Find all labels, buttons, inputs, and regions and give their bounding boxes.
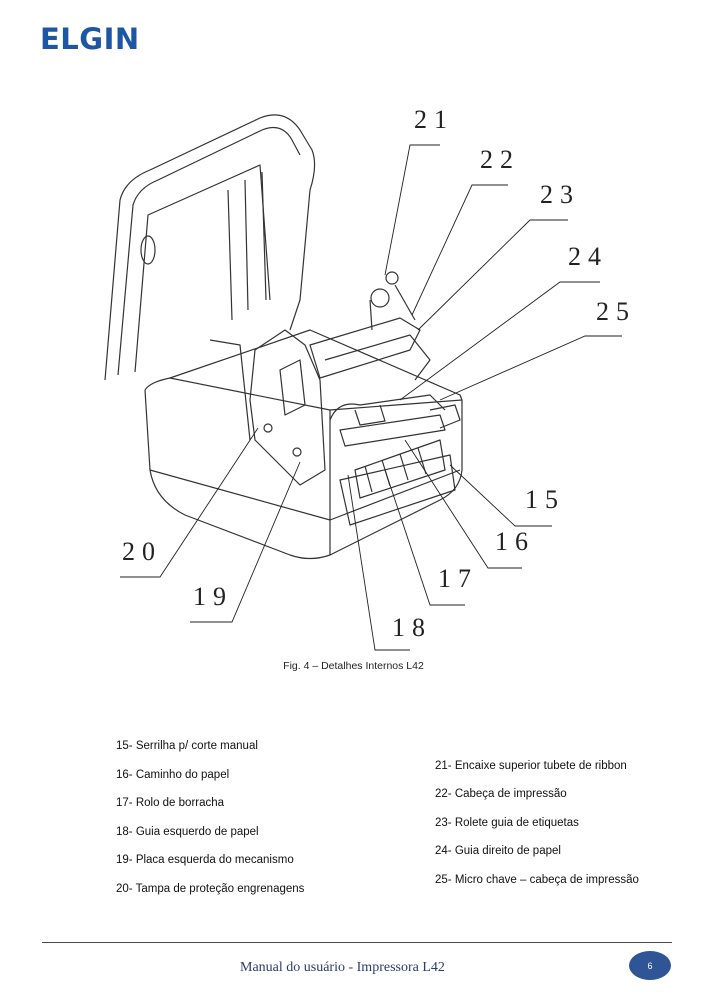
- callout-20: 20: [122, 537, 162, 566]
- legend-item: 21- Encaixe superior tubete de ribbon: [435, 760, 627, 772]
- leader-line-22: [411, 184, 508, 316]
- elgin-logo: ELGIN: [40, 22, 140, 56]
- legend-item: 20- Tampa de proteção engrenagens: [116, 883, 305, 895]
- leader-line-20: [120, 427, 259, 578]
- leader-line-24: [399, 281, 600, 401]
- leader-line-21: [384, 144, 440, 276]
- legend-item: 22- Cabeça de impressão: [435, 788, 567, 800]
- legend-item: 15- Serrilha p/ corte manual: [116, 740, 258, 752]
- leader-line-17: [384, 469, 465, 606]
- leader-line-16: [404, 439, 522, 569]
- page-number-badge: 6: [629, 951, 671, 980]
- leader-line-23: [417, 219, 568, 331]
- callout-22: 22: [480, 145, 520, 174]
- footer-title: Manual do usuário - Impressora L42: [240, 960, 445, 975]
- callout-21: 21: [414, 105, 454, 134]
- rubber-roller: [339, 414, 446, 447]
- callout-19: 19: [193, 582, 233, 611]
- leader-line-15: [449, 464, 552, 527]
- legend-item: 18- Guia esquerdo de papel: [116, 826, 259, 838]
- callout-18: 18: [392, 613, 432, 642]
- legend-item: 25- Micro chave – cabeça de impressão: [435, 874, 639, 886]
- printer-base: [144, 389, 463, 560]
- printer-internal-diagram: 21 22 23 24 25 15 16 17 18 19 20: [104, 105, 636, 651]
- legend-item: 24- Guia direito de papel: [435, 845, 561, 857]
- callout-25: 25: [596, 297, 636, 326]
- footer-divider: [42, 942, 672, 943]
- legend-item: 19- Placa esquerda do mecanismo: [116, 854, 294, 866]
- callout-24: 24: [568, 242, 608, 271]
- callout-17: 17: [438, 564, 478, 593]
- print-head-assembly: [309, 317, 421, 379]
- leader-line-18: [347, 474, 410, 651]
- legend-item: 17- Rolo de borracha: [116, 797, 225, 809]
- leader-line-25: [439, 335, 622, 401]
- callout-23: 23: [540, 180, 580, 209]
- callout-15: 15: [525, 485, 565, 514]
- legend-item: 23- Rolete guia de etiquetas: [435, 817, 579, 829]
- printer-lid: [104, 114, 316, 381]
- left-mechanism-plate: [249, 329, 326, 486]
- callout-16: 16: [495, 527, 535, 556]
- leader-line-19: [190, 461, 301, 623]
- legend-item: 16- Caminho do papel: [116, 769, 230, 781]
- figure-caption: Fig. 4 – Detalhes Internos L42: [283, 660, 424, 672]
